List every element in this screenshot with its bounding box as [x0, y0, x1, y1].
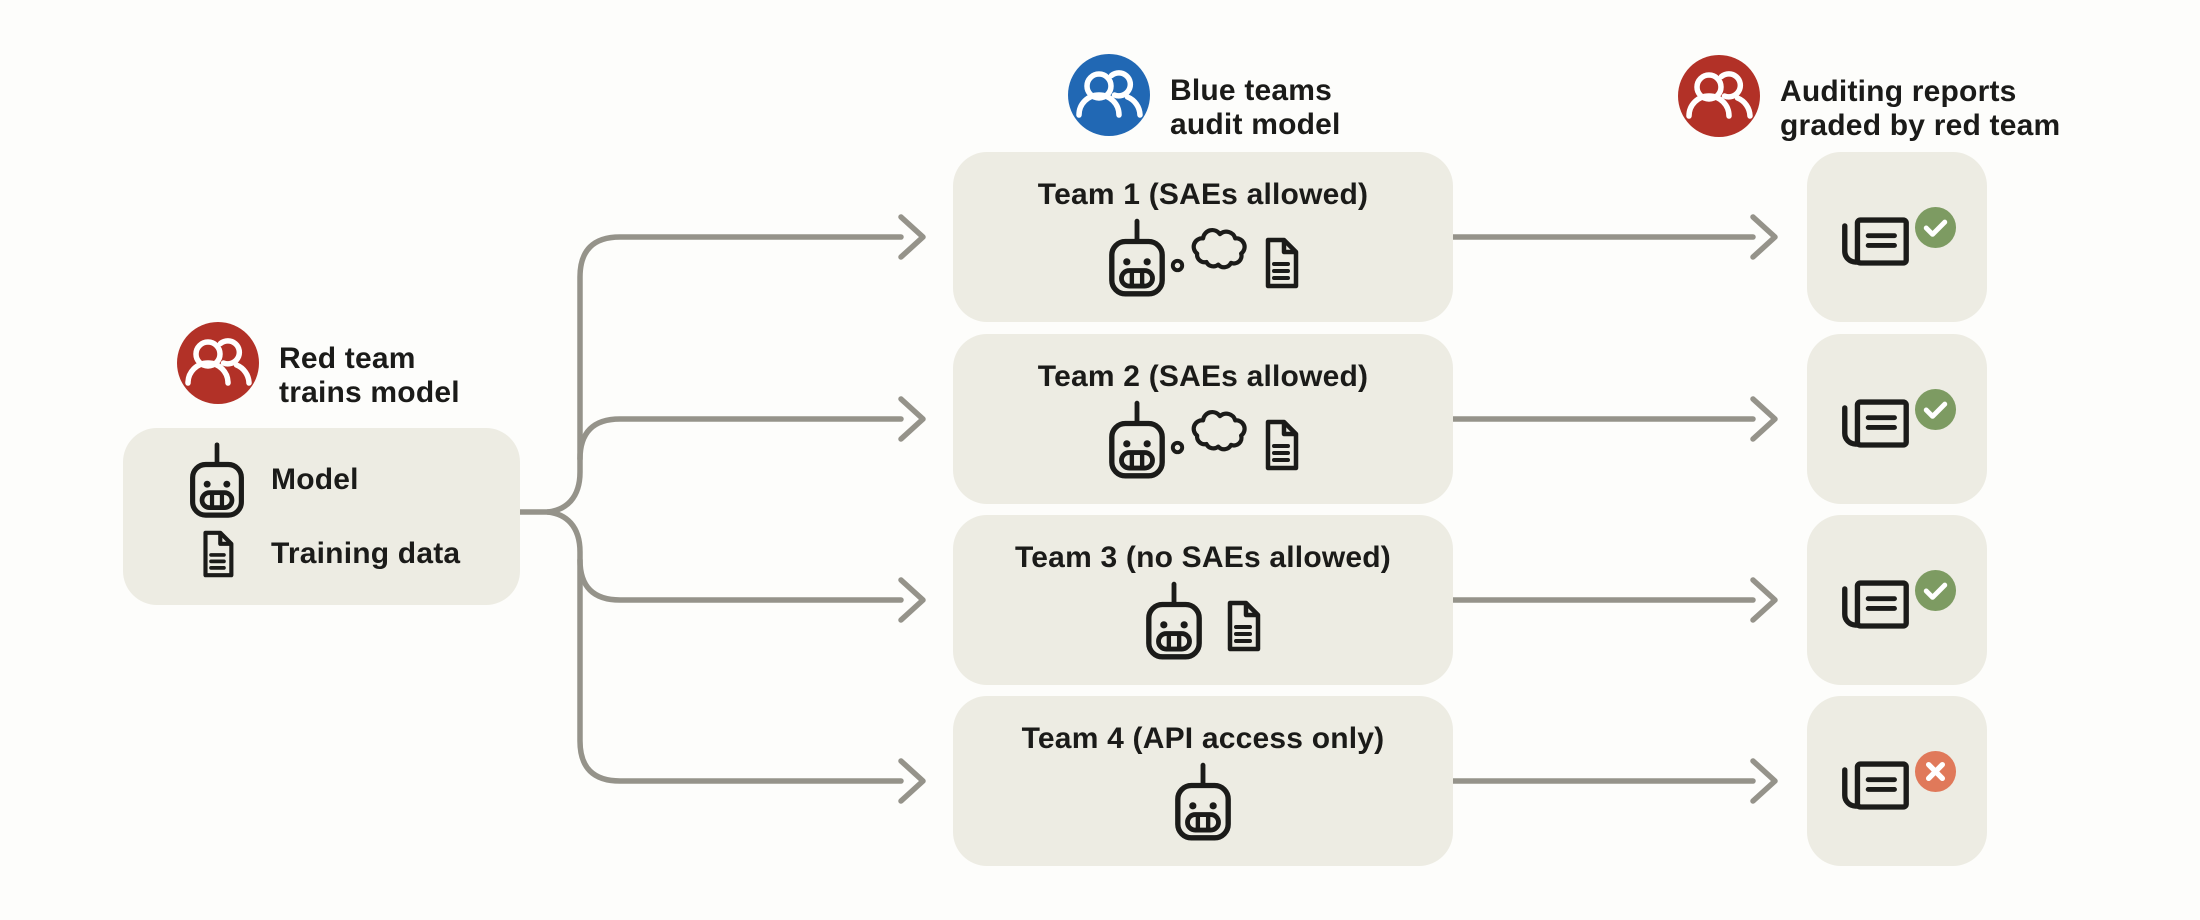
check-badge-icon — [1914, 206, 1957, 249]
robot-icon — [1143, 580, 1205, 660]
source-box: Model Training data — [123, 428, 520, 605]
team-title: Team 3 (no SAEs allowed) — [1015, 541, 1391, 574]
legend-line: trains model — [279, 376, 460, 409]
document-icon — [1261, 237, 1301, 289]
team-icons — [953, 758, 1453, 844]
x-badge-icon — [1914, 750, 1957, 793]
team-title: Team 2 (SAEs allowed) — [1037, 360, 1369, 393]
team-title: Team 1 (SAEs allowed) — [1037, 178, 1369, 211]
thought-dot-icon — [1170, 258, 1185, 273]
team-box-4: Team 4 (API access only) — [953, 696, 1453, 866]
legend-line: Blue teams — [1170, 74, 1333, 107]
team-box-2: Team 2 (SAEs allowed) — [953, 334, 1453, 504]
report-box-2 — [1807, 334, 1987, 504]
red-team-circle — [1678, 55, 1760, 137]
newspaper-icon — [1836, 575, 1914, 638]
people-icon — [177, 322, 259, 404]
document-icon — [1261, 419, 1301, 471]
team-box-1: Team 1 (SAEs allowed) — [953, 152, 1453, 322]
legend-line: Auditing reports — [1780, 75, 2017, 108]
legend-red-team: Red team trains model — [177, 322, 460, 410]
report-box-3 — [1807, 515, 1987, 685]
team-icons — [953, 214, 1453, 300]
document-icon — [185, 530, 249, 578]
blue-team-circle — [1068, 54, 1150, 136]
report-box-4 — [1807, 696, 1987, 866]
team-icons — [953, 577, 1453, 663]
thought-dot-icon — [1170, 440, 1185, 455]
newspaper-icon — [1836, 756, 1914, 819]
source-label: Training data — [271, 536, 461, 570]
newspaper-icon — [1836, 394, 1914, 457]
source-row-training-data: Training data — [185, 521, 520, 587]
thought-bubble-icon — [1187, 223, 1253, 274]
source-row-model: Model — [185, 447, 520, 513]
legend-line: Red team — [279, 342, 416, 375]
legend-line: audit model — [1170, 108, 1341, 141]
team-icons — [953, 396, 1453, 482]
robot-icon — [185, 441, 249, 518]
legend-auditing-reports-label: Auditing reports graded by red team — [1780, 55, 2060, 143]
thought-bubble-icon — [1187, 405, 1253, 456]
legend-line: graded by red team — [1780, 109, 2061, 142]
people-icon — [1678, 55, 1760, 137]
check-badge-icon — [1914, 388, 1957, 431]
people-icon — [1068, 54, 1150, 136]
check-badge-icon — [1914, 569, 1957, 612]
team-box-3: Team 3 (no SAEs allowed) — [953, 515, 1453, 685]
robot-icon — [1106, 399, 1168, 479]
legend-auditing-reports: Auditing reports graded by red team — [1678, 55, 2060, 143]
newspaper-icon — [1836, 212, 1914, 275]
legend-blue-teams-label: Blue teams audit model — [1170, 54, 1341, 142]
document-icon — [1223, 600, 1263, 652]
red-team-circle — [177, 322, 259, 404]
report-box-1 — [1807, 152, 1987, 322]
robot-icon — [1172, 761, 1234, 841]
team-title: Team 4 (API access only) — [1021, 722, 1385, 755]
legend-red-team-label: Red team trains model — [279, 322, 460, 410]
source-label: Model — [271, 462, 359, 496]
robot-icon — [1106, 217, 1168, 297]
legend-blue-teams: Blue teams audit model — [1068, 54, 1341, 142]
